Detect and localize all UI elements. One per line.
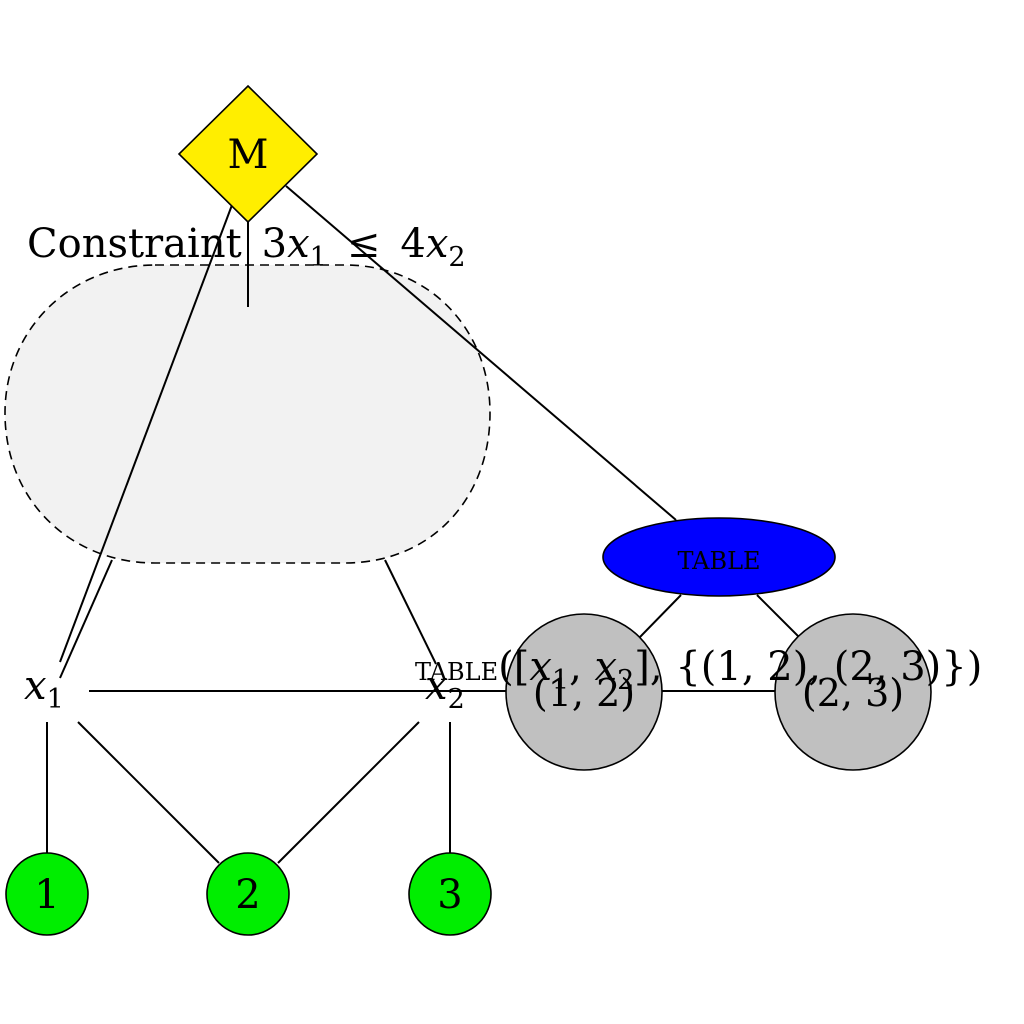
constraint-word: Constraint bbox=[27, 221, 242, 267]
lhs-sub: 1 bbox=[310, 242, 327, 273]
tuple-label-1-2: (1, 2) bbox=[533, 671, 635, 715]
variable-x1-sub: 1 bbox=[47, 684, 64, 715]
edge-x1-to-value-2 bbox=[77, 721, 220, 864]
table-node-label: table bbox=[677, 538, 760, 578]
constraint-region bbox=[4, 264, 491, 564]
edge-table-to-tuple-1-2 bbox=[639, 594, 682, 638]
root-node: M bbox=[177, 84, 319, 224]
variable-x2-name: x bbox=[425, 663, 448, 709]
edge-root-to-x1 bbox=[59, 204, 233, 663]
table-var1: x bbox=[529, 644, 552, 690]
table-node: table bbox=[602, 517, 836, 597]
edge-constraint-to-x1 bbox=[59, 559, 113, 679]
table-sub1: 1 bbox=[552, 665, 569, 696]
relation-op: ≤ bbox=[347, 221, 381, 267]
tuple-circle-1-2 bbox=[505, 613, 663, 771]
table-ellipse bbox=[602, 517, 836, 597]
table-expression-label: table([x1, x2], {(1, 2), (2, 3)}) bbox=[415, 644, 982, 696]
table-sub2: 2 bbox=[617, 665, 634, 696]
table-sep: , bbox=[569, 644, 594, 690]
edges bbox=[46, 185, 800, 864]
variable-x2: x2 bbox=[425, 663, 465, 715]
value-node-2: 2 bbox=[206, 852, 290, 936]
edge-x2-to-value-2 bbox=[277, 721, 420, 864]
constraint-label: Constraint 3x1 ≤ 4x2 bbox=[27, 221, 466, 275]
value-circle-2 bbox=[206, 852, 290, 936]
table-fn: table bbox=[415, 649, 498, 689]
variable-x1-name: x bbox=[24, 663, 47, 709]
value-node-3: 3 bbox=[408, 852, 492, 936]
table-var2: x bbox=[595, 644, 618, 690]
root-diamond bbox=[177, 84, 319, 224]
tuple-circle-2-3 bbox=[774, 613, 932, 771]
tuple-node-1-2: (1, 2) bbox=[505, 613, 663, 771]
rhs-var: x bbox=[426, 221, 449, 267]
root-label: M bbox=[228, 132, 269, 178]
value-label-2: 2 bbox=[235, 872, 260, 918]
edge-constraint-to-x2 bbox=[384, 559, 437, 665]
edge-root-to-table bbox=[285, 185, 677, 521]
rhs-coeff: 4 bbox=[400, 221, 425, 267]
edge-table-to-tuple-2-3 bbox=[756, 594, 800, 638]
variable-x1: x1 bbox=[24, 663, 64, 715]
lhs-var: x bbox=[287, 221, 310, 267]
table-rest: ], {(1, 2), (2, 3)}) bbox=[634, 644, 982, 690]
value-circle-3 bbox=[408, 852, 492, 936]
value-circle-1 bbox=[5, 852, 89, 936]
tuple-node-2-3: (2, 3) bbox=[774, 613, 932, 771]
lhs-coeff: 3 bbox=[262, 221, 287, 267]
variable-x2-sub: 2 bbox=[448, 684, 465, 715]
rhs-sub: 2 bbox=[448, 242, 465, 273]
value-label-1: 1 bbox=[34, 872, 59, 918]
table-open: ([ bbox=[498, 644, 529, 690]
value-label-3: 3 bbox=[437, 872, 462, 918]
tuple-label-2-3: (2, 3) bbox=[802, 671, 904, 715]
value-node-1: 1 bbox=[5, 852, 89, 936]
